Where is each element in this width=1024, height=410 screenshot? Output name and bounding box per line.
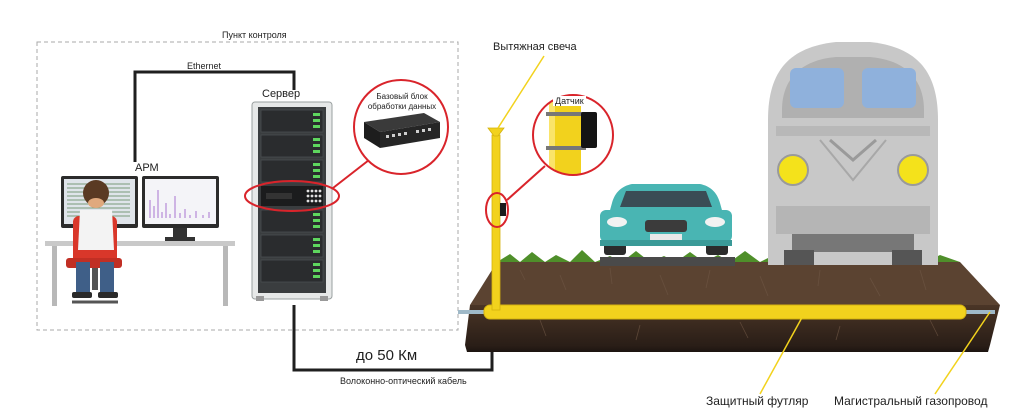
protective-case-label: Защитный футляр <box>706 394 809 408</box>
protective-case-leader <box>759 311 806 395</box>
sensor-label: Датчик <box>553 96 586 106</box>
ethernet-label: Ethernet <box>187 61 222 71</box>
sensor-highlight <box>485 192 509 228</box>
sensor-callout-line <box>506 165 546 201</box>
base-unit-callout-circle <box>353 79 449 175</box>
operator-figure <box>66 180 122 304</box>
fiber-cable-label: Волоконно-оптический кабель <box>340 376 467 386</box>
ethernet-cable <box>133 70 296 162</box>
base-unit-highlight <box>244 180 340 212</box>
protective-case <box>483 304 967 320</box>
distance-label: до 50 Км <box>356 347 418 364</box>
main-pipeline-label: Магистральный газопровод <box>834 394 988 408</box>
workstation-label: АРМ <box>135 162 159 174</box>
car <box>600 184 732 255</box>
sensor-callout-circle <box>532 94 614 176</box>
sensor-device <box>500 203 506 216</box>
server-rack <box>251 101 333 301</box>
control-room-label: Пункт контроля <box>222 30 287 40</box>
main-pipeline-leader <box>934 311 991 395</box>
sensor-zoom <box>533 95 613 175</box>
base-unit-zoom <box>354 80 448 174</box>
vent-pipe-leader <box>497 55 545 129</box>
vent-pipe-label: Вытяжная свеча <box>493 41 577 53</box>
base-unit-callout-line <box>332 159 370 189</box>
vent-pipe <box>487 127 505 311</box>
train <box>768 42 938 265</box>
control-room-boundary <box>36 41 459 331</box>
server-label: Сервер <box>262 88 301 100</box>
road-patch <box>600 257 735 266</box>
base-unit-label: Базовый блок обработки данных <box>367 92 437 111</box>
